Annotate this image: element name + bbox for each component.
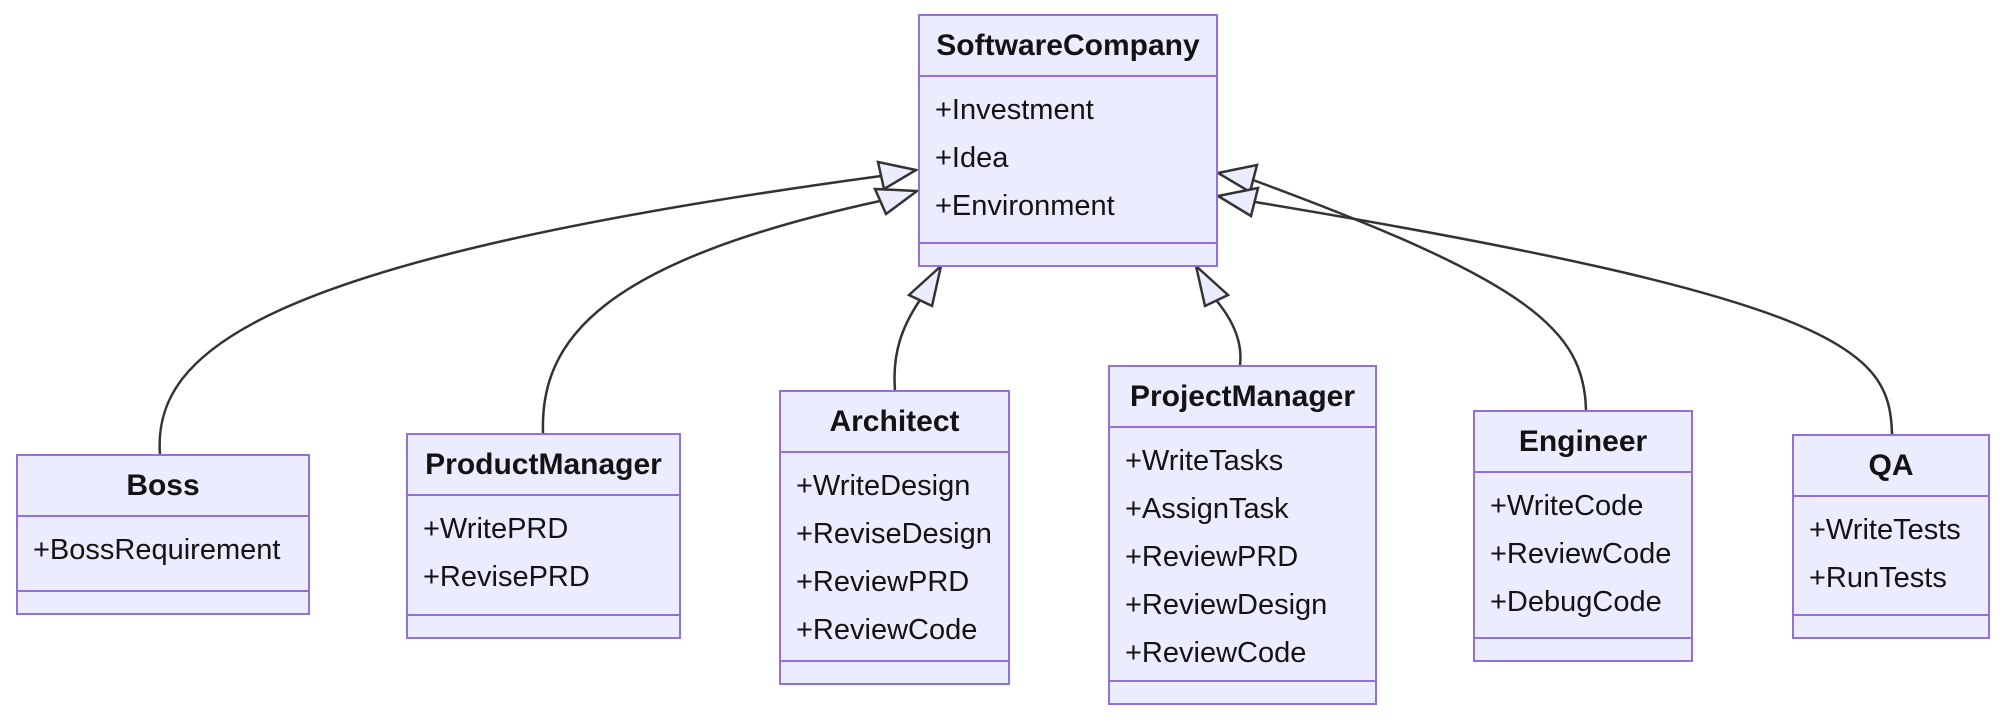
class-members: +Investment +Idea +Environment — [920, 77, 1216, 242]
class-member: +WritePRD — [423, 513, 569, 545]
class-member: +WriteTasks — [1125, 445, 1284, 477]
class-box-productmanager: ProductManager +WritePRD +RevisePRD — [406, 433, 681, 639]
class-member: +Investment — [935, 94, 1094, 126]
class-member: +ReviewCode — [796, 614, 978, 646]
class-members: +WriteTasks +AssignTask +ReviewPRD +Revi… — [1110, 428, 1375, 680]
class-title: Architect — [781, 392, 1008, 453]
class-box-softwarecompany: SoftwareCompany +Investment +Idea +Envir… — [918, 14, 1218, 267]
class-member: +WriteDesign — [796, 470, 971, 502]
class-methods-compartment — [18, 590, 308, 613]
class-member: +ReviewCode — [1490, 538, 1672, 570]
class-methods-compartment — [781, 660, 1008, 683]
class-member: +DebugCode — [1490, 586, 1662, 618]
inheritance-arrow-icon — [876, 160, 920, 191]
class-member: +ReviewPRD — [796, 566, 970, 598]
class-member: +Idea — [935, 142, 1009, 174]
class-members: +BossRequirement — [18, 517, 308, 590]
inheritance-arrow-icon — [906, 262, 944, 308]
class-methods-compartment — [1475, 637, 1691, 660]
class-member: +Environment — [935, 190, 1115, 222]
edge-productmanager-to-softwarecompany — [541, 187, 921, 434]
class-box-engineer: Engineer +WriteCode +ReviewCode +DebugCo… — [1473, 410, 1693, 662]
class-title: QA — [1794, 436, 1988, 497]
class-members: +WriteDesign +ReviseDesign +ReviewPRD +R… — [781, 453, 1008, 660]
class-member: +WriteTests — [1809, 514, 1961, 546]
class-member: +WriteCode — [1490, 490, 1644, 522]
class-title: ProjectManager — [1110, 367, 1375, 428]
edge-architect-to-softwarecompany — [893, 262, 944, 391]
class-methods-compartment — [920, 242, 1216, 265]
class-box-boss: Boss +BossRequirement — [16, 454, 310, 615]
inheritance-arrow-icon — [1193, 262, 1231, 308]
class-methods-compartment — [408, 614, 679, 637]
class-members: +WriteTests +RunTests — [1794, 497, 1988, 614]
class-title: Boss — [18, 456, 308, 517]
class-members: +WriteCode +ReviewCode +DebugCode — [1475, 473, 1691, 637]
class-member: +ReviewPRD — [1125, 541, 1299, 573]
inheritance-arrow-icon — [1214, 163, 1259, 194]
class-member: +BossRequirement — [33, 534, 281, 566]
edge-boss-to-softwarecompany — [158, 160, 920, 456]
class-methods-compartment — [1110, 680, 1375, 703]
class-member: +ReviewCode — [1125, 637, 1307, 669]
class-member: +ReviseDesign — [796, 518, 992, 550]
class-member: +AssignTask — [1125, 493, 1289, 525]
class-box-qa: QA +WriteTests +RunTests — [1792, 434, 1990, 639]
class-member: +RunTests — [1809, 562, 1947, 594]
class-title: SoftwareCompany — [920, 16, 1216, 77]
class-members: +WritePRD +RevisePRD — [408, 496, 679, 614]
class-member: +RevisePRD — [423, 561, 590, 593]
edge-projectmanager-to-softwarecompany — [1193, 262, 1242, 366]
inheritance-arrow-icon — [873, 187, 921, 216]
class-methods-compartment — [1794, 614, 1988, 637]
inheritance-arrow-icon — [1214, 186, 1260, 218]
class-title: ProductManager — [408, 435, 679, 496]
class-box-projectmanager: ProjectManager +WriteTasks +AssignTask +… — [1108, 365, 1377, 705]
class-member: +ReviewDesign — [1125, 589, 1328, 621]
class-title: Engineer — [1475, 412, 1691, 473]
class-box-architect: Architect +WriteDesign +ReviseDesign +Re… — [779, 390, 1010, 685]
edge-qa-to-softwarecompany — [1214, 186, 1894, 435]
